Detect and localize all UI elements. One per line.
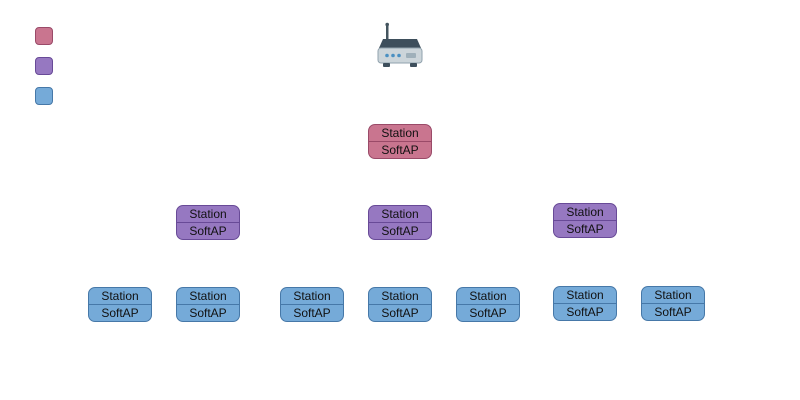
- legend-intermediate-node-swatch: [35, 57, 53, 75]
- softap-label: SoftAP: [642, 303, 704, 320]
- softap-label: SoftAP: [177, 222, 239, 239]
- station-label: Station: [381, 207, 419, 221]
- mesh-node-leaf: Station SoftAP: [641, 286, 705, 321]
- softap-label: SoftAP: [369, 141, 431, 158]
- station-label: Station: [381, 126, 419, 140]
- mesh-node-intermediate: Station SoftAP: [553, 203, 617, 238]
- legend-leaf-node-swatch: [35, 87, 53, 105]
- mesh-node-intermediate: Station SoftAP: [368, 205, 432, 240]
- softap-label: SoftAP: [369, 304, 431, 321]
- mesh-node-leaf: Station SoftAP: [176, 287, 240, 322]
- softap-label: SoftAP: [369, 222, 431, 239]
- station-label: Station: [293, 289, 331, 303]
- softap-label: SoftAP: [89, 304, 151, 321]
- softap-label: SoftAP: [281, 304, 343, 321]
- mesh-node-leaf: Station SoftAP: [280, 287, 344, 322]
- mesh-node-intermediate: Station SoftAP: [176, 205, 240, 240]
- station-label: Station: [101, 289, 139, 303]
- station-label: Station: [189, 207, 227, 221]
- mesh-node-leaf: Station SoftAP: [368, 287, 432, 322]
- wifi-router-icon: [372, 22, 428, 76]
- softap-label: SoftAP: [554, 220, 616, 237]
- station-label: Station: [654, 288, 692, 302]
- mesh-node-leaf: Station SoftAP: [553, 286, 617, 321]
- softap-label: SoftAP: [554, 303, 616, 320]
- softap-label: SoftAP: [457, 304, 519, 321]
- station-label: Station: [189, 289, 227, 303]
- softap-label: SoftAP: [177, 304, 239, 321]
- station-label: Station: [469, 289, 507, 303]
- station-label: Station: [566, 205, 604, 219]
- station-label: Station: [381, 289, 419, 303]
- mesh-node-leaf: Station SoftAP: [456, 287, 520, 322]
- mesh-node-root: Station SoftAP: [368, 124, 432, 159]
- station-label: Station: [566, 288, 604, 302]
- mesh-node-leaf: Station SoftAP: [88, 287, 152, 322]
- legend-root-node-swatch: [35, 27, 53, 45]
